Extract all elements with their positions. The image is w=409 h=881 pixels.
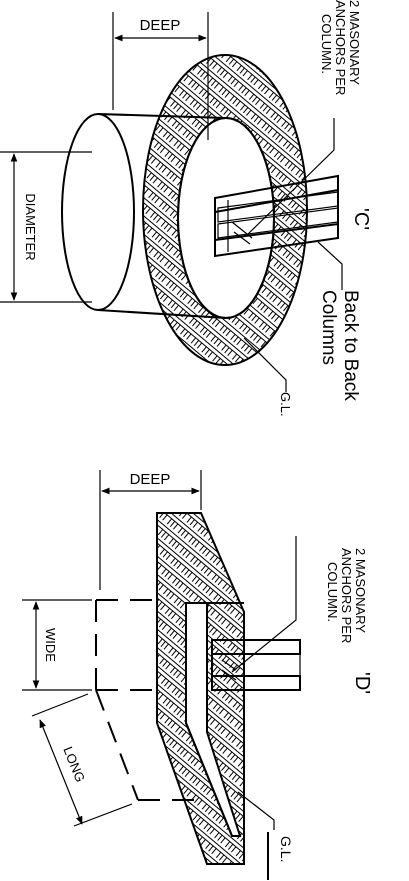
detail-d-long-dimension <box>39 719 83 825</box>
detail-d-long-ext-bottom <box>73 803 133 827</box>
detail-d-ground-label: G.L. <box>278 836 294 862</box>
detail-d-long-label: LONG <box>60 744 88 784</box>
svg-text:ANCHORS PER: ANCHORS PER <box>333 0 348 95</box>
detail-c-anchors-leader <box>245 118 335 237</box>
svg-text:Back to Back: Back to Back <box>340 290 361 401</box>
detail-d-tag: 'D' <box>351 672 373 694</box>
detail-c-columns <box>214 174 339 258</box>
detail-d: DEEP WIDE LONG 2 MASONARY ANCHORS PER CO… <box>22 470 373 880</box>
detail-d-anchors-leader <box>231 536 297 673</box>
detail-c-diameter-label: DIAMETER <box>23 193 38 260</box>
detail-d-pit-diagonal <box>185 722 233 837</box>
detail-d-anchors-note: 2 MASONARY ANCHORS PER COLUMN. <box>325 548 368 643</box>
detail-c-pier-bottom <box>61 113 135 311</box>
detail-d-soil-hatch <box>156 512 245 865</box>
detail-d-long-ext-top <box>31 693 89 717</box>
detail-d-deep-label: DEEP <box>130 471 171 488</box>
svg-text:2 MASONARY: 2 MASONARY <box>347 0 362 85</box>
detail-c-columns-note: Back to Back Columns <box>318 290 361 401</box>
svg-text:2 MASONARY: 2 MASONARY <box>353 548 368 633</box>
detail-c-ground-label: G.L. <box>278 392 293 417</box>
detail-c-pier-edge-top <box>97 113 227 119</box>
detail-d-wide-label: WIDE <box>43 628 58 662</box>
detail-c-columns-leader <box>317 241 343 290</box>
detail-c-tag: 'C' <box>350 208 372 230</box>
detail-d-gl-leader <box>237 791 275 830</box>
detail-c: DEEP DIAMETER 2 MASONARY ANCHORS PER COL… <box>0 0 372 417</box>
svg-text:Columns: Columns <box>318 290 339 365</box>
svg-text:COLUMN.: COLUMN. <box>325 562 340 622</box>
detail-c-gl-leader <box>243 337 287 392</box>
detail-c-deep-label: DEEP <box>140 17 181 34</box>
svg-text:ANCHORS PER: ANCHORS PER <box>339 548 354 643</box>
detail-d-hidden-outline <box>95 599 206 801</box>
svg-text:COLUMN.: COLUMN. <box>319 14 334 74</box>
detail-c-pier-edge-bottom <box>97 309 227 319</box>
detail-c-anchors-note: 2 MASONARY ANCHORS PER COLUMN. <box>319 0 362 95</box>
